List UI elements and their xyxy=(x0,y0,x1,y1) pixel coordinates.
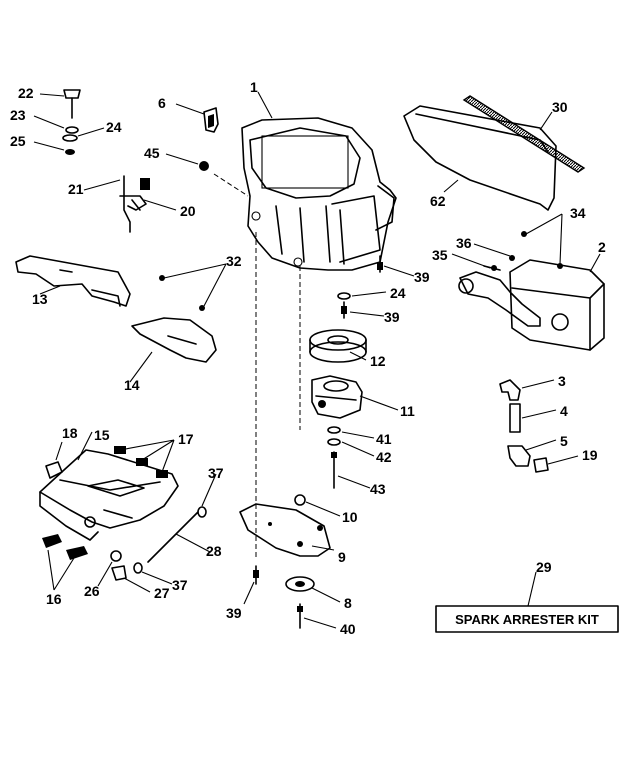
label-part-14: 14 xyxy=(124,377,140,393)
cap-part-19[interactable] xyxy=(533,457,549,473)
label-part-22: 22 xyxy=(18,85,34,101)
label-part-35: 35 xyxy=(432,247,448,263)
label-part-24: 24 xyxy=(106,119,122,135)
elbow-part-5[interactable] xyxy=(507,445,531,467)
label-part-12: 12 xyxy=(370,353,386,369)
label-part-30: 30 xyxy=(552,99,568,115)
clip-part-6[interactable] xyxy=(203,107,219,133)
label-part-37-b: 37 xyxy=(172,577,188,593)
pad-part-17[interactable] xyxy=(114,446,168,478)
label-part-4: 4 xyxy=(560,403,568,419)
label-part-2: 2 xyxy=(598,239,606,255)
screen-part-30[interactable] xyxy=(462,95,586,173)
label-part-17: 17 xyxy=(178,431,194,447)
leader-lines xyxy=(33,91,601,629)
label-part-23: 23 xyxy=(10,107,26,123)
muffler-part-2[interactable] xyxy=(458,231,605,351)
engine-part[interactable] xyxy=(241,117,397,271)
bolt-part-39-lower[interactable] xyxy=(253,565,259,585)
label-part-26: 26 xyxy=(84,583,100,599)
label-part-15: 15 xyxy=(94,427,110,443)
clamp-part-37-lower[interactable] xyxy=(133,562,143,574)
bolt-part-40[interactable] xyxy=(297,603,303,629)
bolt-part-35[interactable] xyxy=(483,265,501,271)
label-part-9: 9 xyxy=(338,549,346,565)
fuel-tank-part-15[interactable] xyxy=(39,449,179,541)
label-part-19: 19 xyxy=(582,447,598,463)
label-part-36: 36 xyxy=(456,235,472,251)
nut-part-45[interactable] xyxy=(199,161,209,171)
label-part-39: 39 xyxy=(414,269,430,285)
pipe-part-4[interactable] xyxy=(509,403,521,433)
spark-arrester-kit-title: SPARK ARRESTER KIT xyxy=(455,612,599,627)
bolt-part-10[interactable] xyxy=(294,494,306,506)
bolt-part-39-mid[interactable] xyxy=(341,301,347,319)
spark-arrester-kit-box[interactable] xyxy=(435,605,619,633)
label-part-11: 11 xyxy=(400,403,415,419)
cover-part-14[interactable] xyxy=(131,317,217,363)
label-part-43: 43 xyxy=(370,481,386,497)
clamp-part-37-upper[interactable] xyxy=(197,506,207,518)
label-part-10: 10 xyxy=(342,509,358,525)
blower-housing-part-13[interactable] xyxy=(15,255,131,307)
label-part-37: 37 xyxy=(208,465,224,481)
label-part-62: 62 xyxy=(430,193,446,209)
washer-part-24-right[interactable] xyxy=(337,292,351,300)
label-part-21: 21 xyxy=(68,181,84,197)
elbow-part-3[interactable] xyxy=(499,379,521,401)
label-part-1: 1 xyxy=(250,79,258,95)
fitting-part-26[interactable] xyxy=(110,550,122,562)
bolt-part-43[interactable] xyxy=(331,451,337,489)
label-part-39-b: 39 xyxy=(384,309,400,325)
label-part-13: 13 xyxy=(32,291,48,307)
label-part-3: 3 xyxy=(558,373,566,389)
label-part-40: 40 xyxy=(340,621,356,637)
heat-shield-part-62[interactable] xyxy=(403,105,557,211)
clamp-part-27[interactable] xyxy=(111,565,127,581)
label-part-39-c: 39 xyxy=(226,605,242,621)
bolt-part-39-upper[interactable] xyxy=(377,255,383,273)
label-part-34: 34 xyxy=(570,205,586,221)
bolt-part-36[interactable] xyxy=(509,255,515,261)
label-part-27: 27 xyxy=(154,585,170,601)
label-part-5: 5 xyxy=(560,433,568,449)
screw-part-32[interactable] xyxy=(159,275,205,311)
label-part-42: 42 xyxy=(376,449,392,465)
bolt-stack-22-25[interactable] xyxy=(62,89,81,155)
washer-part-42[interactable] xyxy=(327,438,341,446)
pad-part-16[interactable] xyxy=(42,534,88,560)
idler-pulley-part-8[interactable] xyxy=(285,576,315,592)
engine-mount-part-9[interactable] xyxy=(239,503,331,557)
label-part-28: 28 xyxy=(206,543,222,559)
clutch-part-11[interactable] xyxy=(311,375,363,419)
label-part-25: 25 xyxy=(10,133,26,149)
label-part-16: 16 xyxy=(46,591,62,607)
label-part-8: 8 xyxy=(344,595,352,611)
label-part-6: 6 xyxy=(158,95,166,111)
label-part-29: 29 xyxy=(536,559,552,575)
label-part-20: 20 xyxy=(180,203,196,219)
assembly-line-45 xyxy=(213,173,249,197)
label-part-41: 41 xyxy=(376,431,392,447)
label-part-24-b: 24 xyxy=(390,285,406,301)
pulley-part-12[interactable] xyxy=(309,329,367,363)
washer-part-41[interactable] xyxy=(327,426,341,434)
throttle-control-20-21[interactable] xyxy=(119,175,150,233)
label-part-18: 18 xyxy=(62,425,78,441)
cap-part-18[interactable] xyxy=(45,461,63,479)
label-part-45: 45 xyxy=(144,145,160,161)
label-part-32: 32 xyxy=(226,253,242,269)
fuel-line-part-28[interactable] xyxy=(147,511,199,563)
